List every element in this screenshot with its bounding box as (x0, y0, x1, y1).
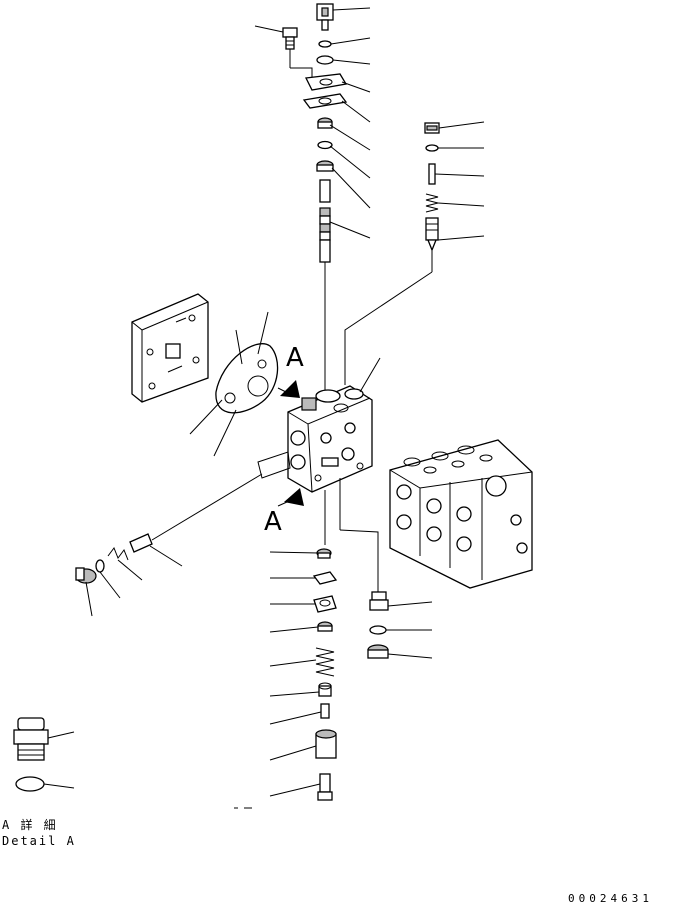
o-ring-1 (316, 55, 334, 65)
top-plug-fitting (316, 3, 334, 31)
gasket-plate (302, 93, 348, 109)
spool (319, 179, 331, 263)
relief-connector (344, 271, 433, 385)
view-mark-a-bottom: A (264, 507, 282, 537)
relief-o-ring (425, 144, 439, 152)
left-o-ring (95, 559, 105, 573)
lower-housing (315, 729, 337, 759)
detail-a-plug (13, 717, 49, 761)
lower-spring-seat (316, 548, 332, 559)
relief-pin (428, 163, 436, 185)
left-spool-leader-box (257, 451, 291, 479)
top-bolt (282, 27, 298, 50)
right-lower-connector (339, 529, 379, 592)
relief-plug (424, 122, 440, 134)
view-arrow-bottom (277, 488, 304, 507)
view-mark-a-top: A (286, 343, 304, 373)
relief-spring (425, 193, 439, 213)
spring-seat (316, 160, 334, 172)
right-lower-o-ring (369, 625, 387, 635)
left-spool-axis (151, 473, 263, 541)
detail-a-title-jp: A 詳 細 (2, 818, 58, 832)
left-spring (107, 546, 129, 561)
left-sleeve (129, 533, 153, 553)
lower-retainer (317, 621, 333, 632)
valve-body (287, 385, 373, 493)
right-lower-plug (367, 644, 389, 659)
seal-cup (317, 117, 333, 129)
view-arrow-top (277, 380, 300, 398)
leader-lines (43, 7, 485, 797)
gasket (215, 343, 279, 414)
o-ring-2 (317, 140, 333, 150)
drawing-number: 00024631 (568, 892, 653, 905)
lower-pin (320, 703, 330, 719)
lower-cap (313, 595, 337, 613)
lower-spring (315, 647, 335, 677)
lower-seat (318, 682, 332, 697)
lower-bolt (317, 773, 333, 801)
detail-a-title-en: Detail A (2, 834, 76, 848)
top-bolt-connector (290, 67, 313, 80)
left-plug (75, 567, 97, 584)
assembled-valve (389, 439, 533, 589)
washer-1 (318, 40, 332, 48)
relief-poppet (425, 217, 439, 252)
detail-a-o-ring (15, 776, 45, 792)
cover-plate (131, 293, 209, 403)
lower-flange (312, 571, 338, 585)
right-lower-fitting (369, 591, 389, 611)
flange-plate (305, 73, 348, 91)
